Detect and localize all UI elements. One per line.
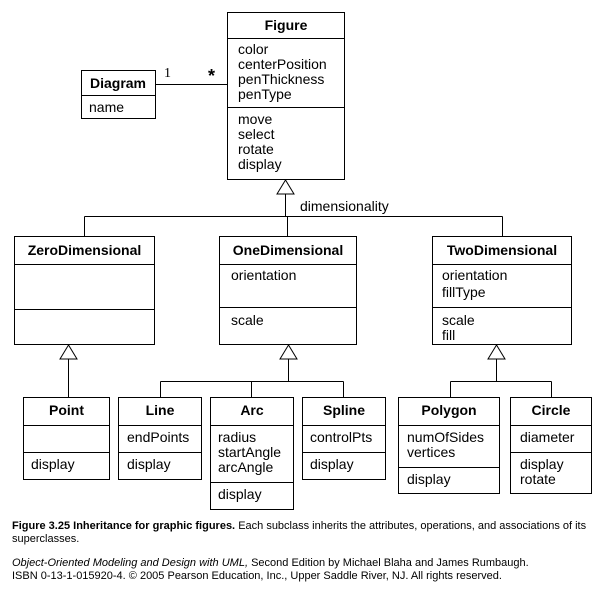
twodimensional-class-name: TwoDimensional (447, 242, 557, 258)
arc-attr-1: radius (218, 429, 256, 445)
figure-caption-label: Figure 3.25 (12, 520, 71, 532)
figure-class-name: Figure (265, 17, 308, 33)
onedimensional-attr-1: orientation (231, 267, 296, 283)
generalization-triangle-two (487, 344, 506, 360)
multiplicity-diagram: 1 (164, 66, 171, 81)
point-class-name: Point (49, 402, 84, 418)
spline-attr-1: controlPts (310, 429, 372, 445)
line-op-1: display (127, 456, 171, 472)
figure-attr-2: centerPosition (238, 56, 327, 72)
figure-op-4: display (238, 156, 282, 172)
generalization-triangle-zero (59, 344, 78, 360)
polygon-attr-1: numOfSides (407, 429, 484, 445)
circle-attr-1: diameter (520, 429, 575, 445)
book-authors: Second Edition by Michael Blaha and Jame… (251, 557, 529, 569)
generalization-triangle-one (279, 344, 298, 360)
figure-caption: Figure 3.25 Inheritance for graphic figu… (12, 520, 597, 546)
arc-attr-2: startAngle (218, 444, 281, 460)
spline-op-1: display (310, 456, 354, 472)
book-credit: Object-Oriented Modeling and Design with… (12, 557, 597, 583)
diagram-class-box (81, 70, 156, 119)
spline-class-name: Spline (323, 402, 365, 418)
arc-class-name: Arc (240, 402, 264, 418)
multiplicity-figure: * (208, 66, 215, 86)
figure-op-3: rotate (238, 141, 274, 157)
twodimensional-op-2: fill (442, 327, 455, 343)
polygon-attr-2: vertices (407, 444, 455, 460)
zerodimensional-class-name: ZeroDimensional (28, 242, 142, 258)
onedimensional-class-name: OneDimensional (233, 242, 343, 258)
figure-caption-text: Each subclass inherits the attributes, o… (12, 520, 587, 545)
discriminator-label: dimensionality (300, 198, 389, 214)
figure-class-box (227, 12, 345, 180)
circle-class-name: Circle (532, 402, 571, 418)
point-op-1: display (31, 456, 75, 472)
figure-caption-title: Inheritance for graphic figures. (73, 520, 236, 532)
book-title: Object-Oriented Modeling and Design with… (12, 557, 249, 569)
figure-op-2: select (238, 126, 275, 142)
polygon-op-1: display (407, 471, 451, 487)
figure-op-1: move (238, 111, 272, 127)
point-class-box (23, 397, 110, 480)
isbn-line: ISBN 0-13-1-015920-4. © 2005 Pearson Edu… (12, 570, 502, 582)
arc-attr-3: arcAngle (218, 459, 273, 475)
circle-op-2: rotate (520, 471, 556, 487)
arc-op-1: display (218, 486, 262, 502)
figure-attr-1: color (238, 41, 269, 57)
generalization-triangle-figure (276, 179, 295, 195)
line-attr-1: endPoints (127, 429, 189, 445)
twodimensional-attr-1: orientation (442, 267, 507, 283)
diagram-class-name: Diagram (90, 75, 146, 91)
line-class-name: Line (146, 402, 175, 418)
diagram-attr-1: name (89, 99, 124, 115)
polygon-class-name: Polygon (421, 402, 476, 418)
twodimensional-attr-2: fillType (442, 284, 486, 300)
circle-op-1: display (520, 456, 564, 472)
polygon-class-box (398, 397, 500, 494)
twodimensional-op-1: scale (442, 312, 475, 328)
class-diagram: Figure color centerPosition penThickness… (14, 12, 592, 510)
figure-attr-3: penThickness (238, 71, 324, 87)
onedimensional-op-1: scale (231, 312, 264, 328)
figure-attr-4: penType (238, 86, 292, 102)
